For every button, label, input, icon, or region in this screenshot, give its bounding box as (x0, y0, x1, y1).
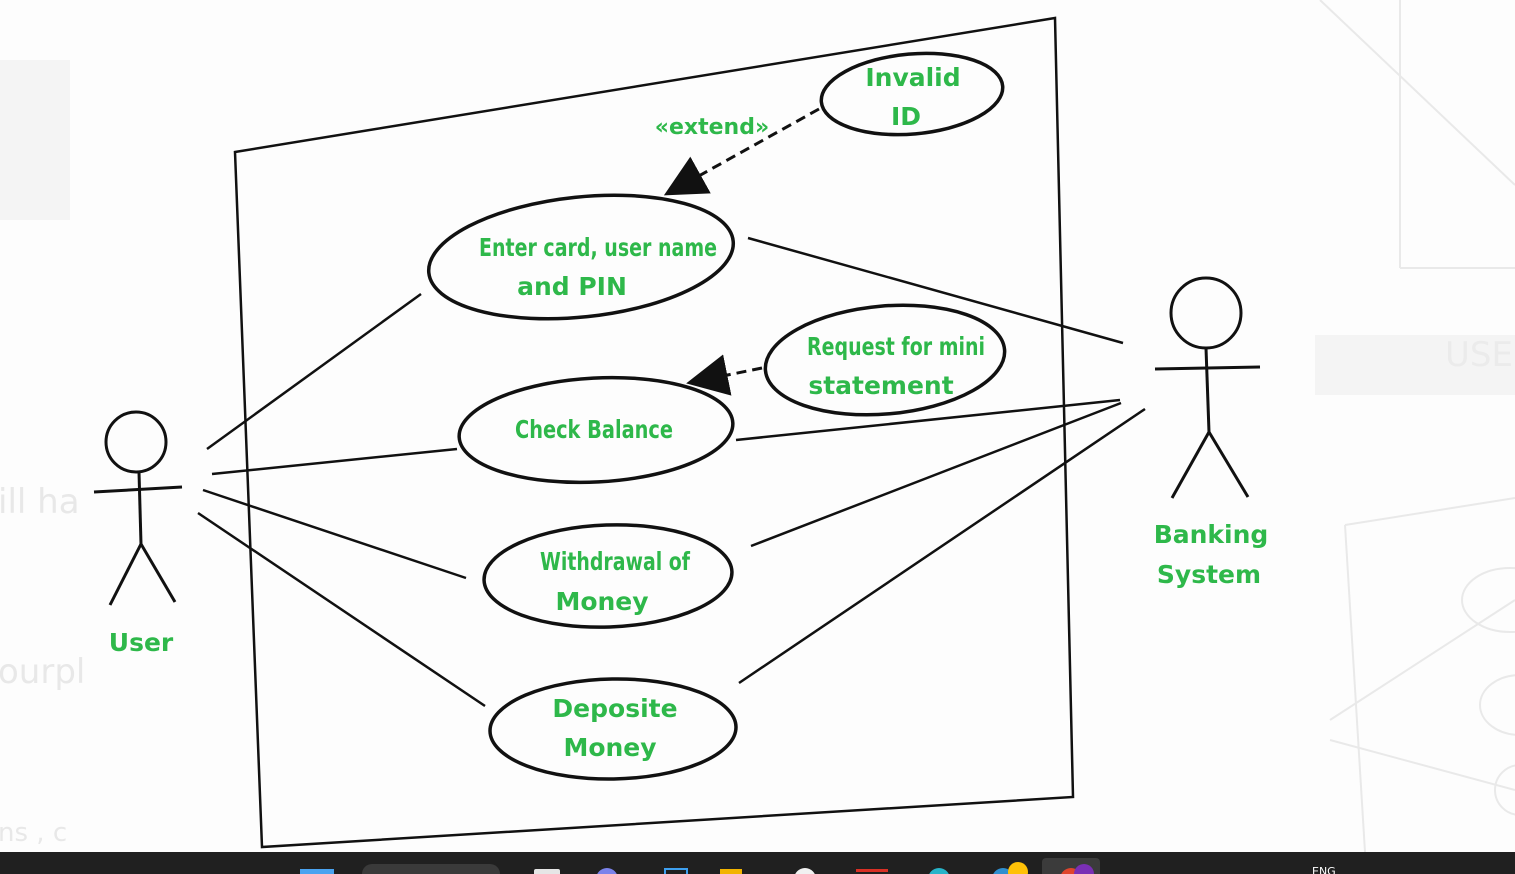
background-fragment: ill ha (0, 482, 80, 522)
use-case-invalid-id: Invalid ID (819, 51, 1005, 137)
use-case-withdrawal-line2: Money (555, 587, 648, 616)
association-user-enter-card (206, 292, 422, 451)
user-actor-body (137, 471, 143, 545)
association-withdrawal-banking (750, 401, 1122, 548)
association-user-check-balance (211, 447, 458, 476)
use-case-enter-card: Enter card, user name and PIN (426, 193, 736, 321)
user-actor-head (104, 410, 168, 474)
edge-icon[interactable] (928, 868, 950, 874)
use-case-invalid-id-line2: ID (891, 102, 921, 131)
use-case-enter-card-line2: and PIN (517, 272, 627, 301)
banking-system-actor: Banking System (1154, 276, 1269, 589)
chrome-icon[interactable] (794, 868, 816, 874)
use-case-diagram: User Banking System «extend» (93, 0, 1515, 852)
association-user-withdrawal (202, 488, 467, 580)
user-actor-left-leg (108, 543, 143, 606)
banking-actor-label-line1: Banking (1154, 520, 1269, 549)
use-case-invalid-id-ellipse (819, 51, 1005, 137)
taskbar: ENG (0, 852, 1515, 874)
use-case-withdrawal-ellipse (482, 523, 734, 629)
folder-icon[interactable] (720, 869, 742, 874)
use-case-deposit-line1: Deposite (552, 694, 677, 723)
use-case-mini-statement: Request for mini statement (763, 303, 1007, 417)
banking-actor-label-line2: System (1157, 560, 1261, 589)
banking-actor-body (1204, 347, 1211, 433)
background-fragment: USE (1445, 335, 1513, 375)
search-box[interactable] (362, 864, 500, 874)
association-deposit-banking (738, 407, 1146, 685)
banking-actor-head (1169, 276, 1243, 350)
language-indicator[interactable]: ENG (1312, 865, 1336, 874)
use-case-withdrawal: Withdrawal of Money (482, 523, 734, 629)
background-lines (1319, 0, 1515, 852)
use-case-enter-card-line1: Enter card, user name (479, 233, 717, 262)
use-case-check-balance-ellipse (457, 375, 735, 485)
app-badge-icon (1074, 864, 1094, 874)
use-case-withdrawal-line1: Withdrawal of (540, 547, 691, 576)
banking-actor-left-leg (1170, 431, 1211, 499)
use-case-mini-statement-ellipse (763, 303, 1007, 417)
use-case-invalid-id-line1: Invalid (865, 63, 960, 92)
use-case-check-balance-label: Check Balance (515, 415, 673, 444)
user-associations (197, 292, 486, 708)
association-enter-card-banking (747, 236, 1124, 345)
use-case-deposit-line2: Money (563, 733, 656, 762)
file-explorer-icon[interactable] (664, 868, 688, 874)
use-case-deposit: Deposite Money (488, 677, 738, 781)
extend-stereotype-label: «extend» (655, 115, 769, 140)
background-panel-right (1315, 335, 1515, 395)
use-case-mini-statement-line2: statement (808, 371, 953, 400)
association-check-balance-banking (735, 398, 1121, 442)
onedrive-icon[interactable] (992, 868, 1014, 874)
notification-dot (1008, 862, 1028, 874)
user-actor: User (93, 410, 183, 657)
user-actor-right-leg (139, 543, 177, 603)
use-case-check-balance: Check Balance (457, 375, 735, 485)
association-user-deposit (197, 511, 486, 708)
use-case-enter-card-ellipse (426, 193, 736, 321)
extend-invalid-id-to-enter-card (663, 107, 820, 196)
windows-start-icon[interactable] (300, 869, 334, 874)
use-case-mini-statement-line1: Request for mini (807, 332, 985, 361)
extend-mini-statement-to-check-balance (686, 354, 763, 396)
task-view-icon[interactable] (534, 869, 560, 874)
banking-actor-right-leg (1207, 431, 1250, 498)
app-icon[interactable] (1060, 868, 1082, 874)
use-case-deposit-ellipse (488, 677, 738, 781)
gmail-icon[interactable] (856, 869, 888, 874)
background-fragment: ourpl (0, 652, 86, 692)
system-boundary (233, 16, 1075, 849)
user-actor-label: User (109, 628, 174, 657)
background-panel-left (0, 60, 70, 220)
banking-associations (735, 236, 1146, 685)
background-fragment: ns , c (0, 818, 68, 848)
teams-icon[interactable] (596, 868, 618, 874)
